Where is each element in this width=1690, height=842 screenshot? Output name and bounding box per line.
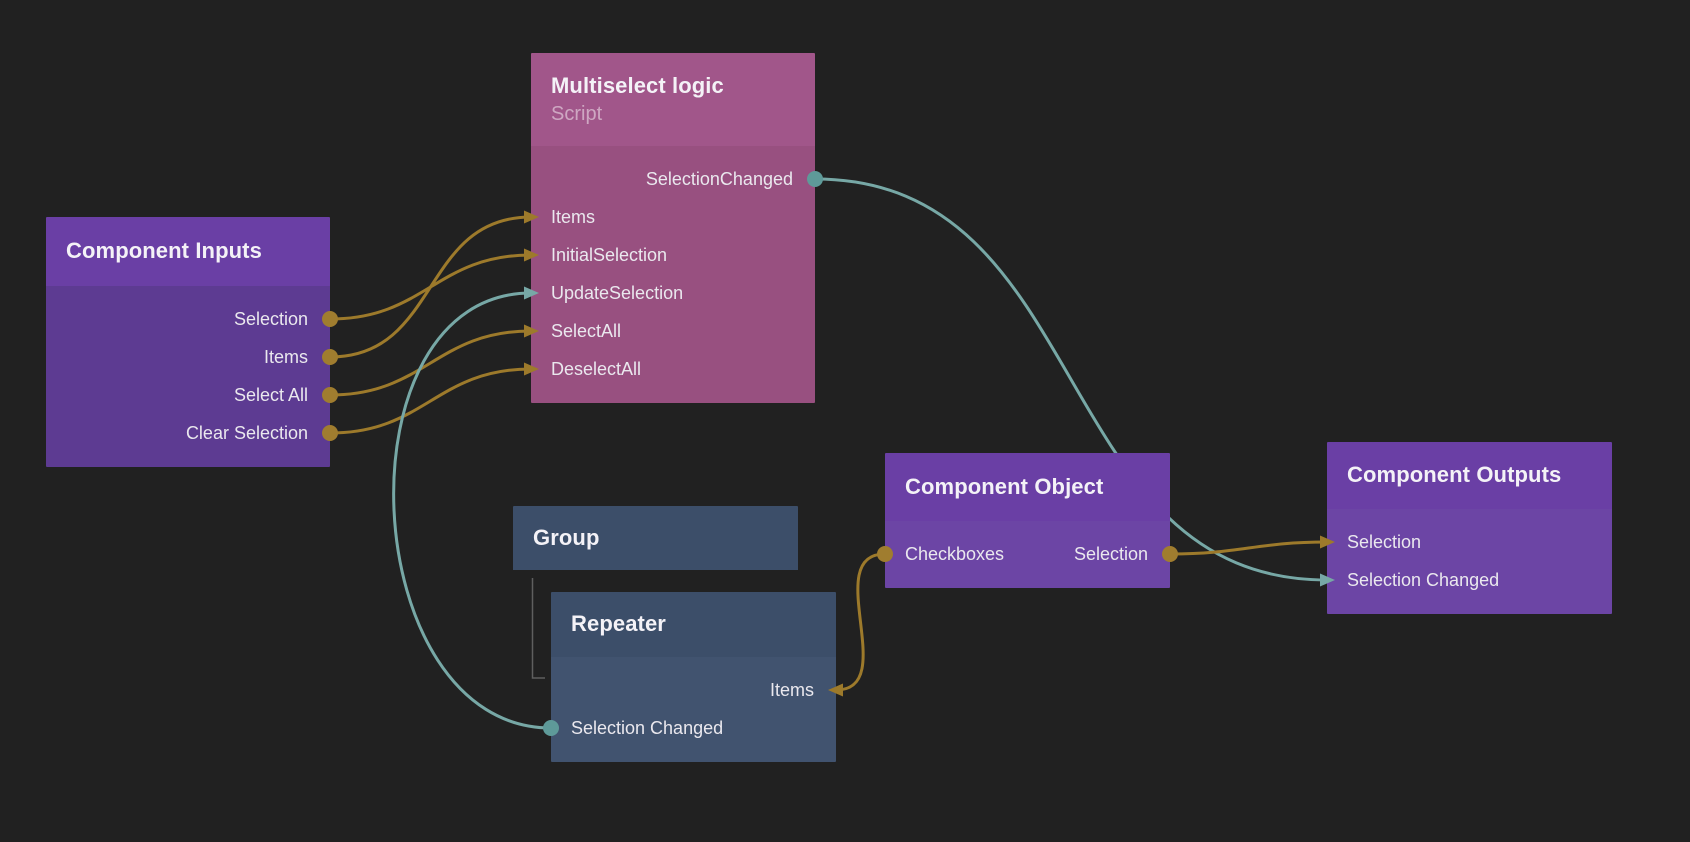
port-multiselect-logic-initialselection[interactable]: InitialSelection bbox=[551, 244, 668, 265]
port-row: Selection bbox=[46, 300, 330, 338]
node-subtitle-multiselect-logic: Script bbox=[551, 103, 603, 126]
node-header-component-inputs[interactable]: Component Inputs bbox=[46, 217, 330, 286]
port-row: Selection Changed bbox=[1327, 561, 1612, 599]
port-row: SelectionChanged bbox=[531, 160, 815, 198]
node-title-repeater: Repeater bbox=[571, 611, 666, 637]
port-repeater-selection-changed[interactable]: Selection Changed bbox=[571, 717, 724, 738]
port-component-inputs-clear-selection[interactable]: Clear Selection bbox=[185, 422, 308, 443]
port-row: Items bbox=[531, 198, 815, 236]
port-component-outputs-selection-changed[interactable]: Selection Changed bbox=[1347, 569, 1500, 590]
wire-multiselect-logic-selectionchanged--component-outputs-selection-changed[interactable] bbox=[813, 177, 1329, 582]
port-component-inputs-select-all[interactable]: Select All bbox=[233, 384, 308, 405]
port-row: Selection Changed bbox=[551, 709, 836, 747]
node-title-component-inputs: Component Inputs bbox=[66, 238, 262, 264]
node-header-group[interactable]: Group bbox=[513, 506, 798, 570]
port-row: DeselectAll bbox=[531, 350, 815, 388]
node-header-repeater[interactable]: Repeater bbox=[551, 592, 836, 657]
node-header-component-object[interactable]: Component Object bbox=[885, 453, 1170, 521]
node-title-component-object: Component Object bbox=[905, 473, 1104, 499]
wire-component-object-checkboxes--repeater-items[interactable] bbox=[834, 552, 887, 692]
port-multiselect-logic-selectall[interactable]: SelectAll bbox=[551, 320, 622, 341]
wire-component-inputs-select-all--multiselect-logic-selectall[interactable] bbox=[328, 329, 533, 397]
port-row: Selection bbox=[1327, 523, 1612, 561]
node-group[interactable]: Group bbox=[513, 506, 798, 570]
port-multiselect-logic-updateselection[interactable]: UpdateSelection bbox=[551, 282, 684, 303]
port-row: Items bbox=[551, 671, 836, 709]
port-row: InitialSelection bbox=[531, 236, 815, 274]
port-multiselect-logic-deselectall[interactable]: DeselectAll bbox=[551, 358, 642, 379]
port-repeater-items[interactable]: Items bbox=[769, 679, 814, 700]
port-row: Clear Selection bbox=[46, 414, 330, 452]
port-row: Select All bbox=[46, 376, 330, 414]
node-header-component-outputs[interactable]: Component Outputs bbox=[1327, 442, 1612, 509]
port-component-outputs-selection[interactable]: Selection bbox=[1347, 531, 1422, 552]
node-title-component-outputs: Component Outputs bbox=[1347, 462, 1562, 488]
node-title-multiselect-logic: Multiselect logic bbox=[551, 72, 724, 98]
port-row: Checkboxes Selection bbox=[885, 535, 1170, 573]
wire-component-object-selection--component-outputs-selection[interactable] bbox=[1168, 540, 1329, 556]
port-multiselect-logic-selectionchanged[interactable]: SelectionChanged bbox=[645, 168, 793, 189]
wire-component-inputs-clear-selection--multiselect-logic-deselectall[interactable] bbox=[328, 367, 533, 435]
wire-component-inputs-selection--multiselect-logic-initialselection[interactable] bbox=[328, 253, 533, 321]
port-row: SelectAll bbox=[531, 312, 815, 350]
node-body-component-object: Checkboxes Selection bbox=[885, 521, 1170, 588]
wire-repeater-selection-changed--multiselect-logic-updateselection[interactable] bbox=[392, 291, 553, 730]
port-component-inputs-items[interactable]: Items bbox=[263, 346, 308, 367]
port-row: UpdateSelection bbox=[531, 274, 815, 312]
port-component-inputs-selection[interactable]: Selection bbox=[233, 308, 308, 329]
hierarchy-connector-group-repeater bbox=[531, 578, 545, 679]
port-row: Items bbox=[46, 338, 330, 376]
port-multiselect-logic-items[interactable]: Items bbox=[551, 206, 596, 227]
node-title-group: Group bbox=[533, 524, 600, 550]
port-component-object-selection[interactable]: Selection bbox=[1073, 543, 1148, 564]
port-component-object-checkboxes[interactable]: Checkboxes bbox=[905, 543, 1005, 564]
